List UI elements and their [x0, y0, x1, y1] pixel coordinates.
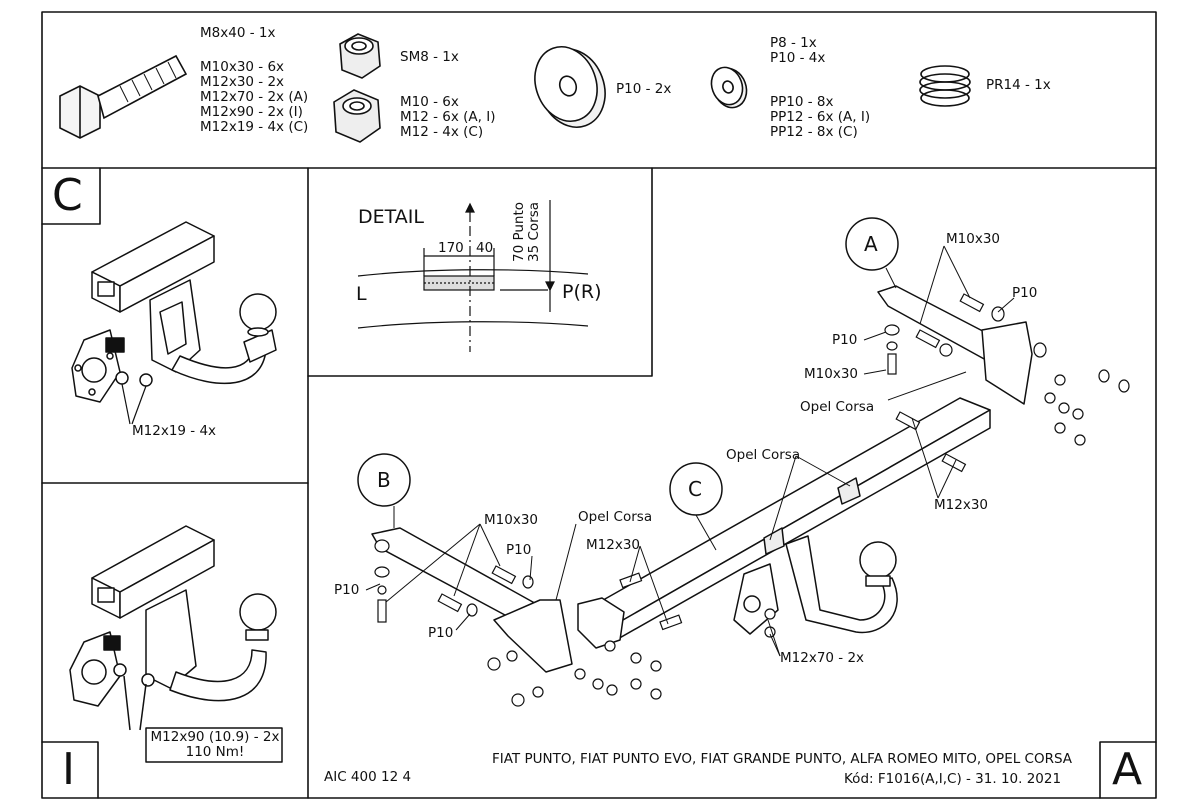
bubble-a-label: A — [864, 232, 878, 256]
label-b-opel-corsa: Opel Corsa — [578, 509, 653, 525]
washer-line: PP12 - 6x (A, I) — [770, 109, 871, 125]
label-a-p10-left: P10 — [832, 332, 858, 348]
washer-list-top: P8 - 1x P10 - 4x — [770, 36, 825, 66]
label-a-p10-right: P10 — [1012, 285, 1038, 301]
spring-washer-icon — [919, 65, 971, 107]
detail-drawing — [357, 200, 589, 352]
bolt-line: M12x90 - 2x (I) — [200, 104, 303, 120]
washer-line: P10 - 4x — [770, 50, 826, 66]
nut-line: M12 - 6x (A, I) — [400, 109, 496, 125]
locknut-label: SM8 - 1x — [400, 49, 459, 65]
bolt-list-cont: M10x30 - 6x M12x30 - 2x M12x70 - 2x (A) … — [200, 60, 308, 135]
washer-line: PP10 - 8x — [770, 94, 834, 110]
view-i-callout: M12x90 (10.9) - 2x 110 Nm! — [150, 730, 280, 760]
models-line: FIAT PUNTO, FIAT PUNTO EVO, FIAT GRANDE … — [492, 751, 1073, 767]
nut-line: M12 - 4x (C) — [400, 124, 484, 140]
callout-line: 110 Nm! — [185, 744, 245, 760]
towbar-view-c — [71, 221, 277, 403]
spring-label: PR14 - 1x — [986, 77, 1051, 93]
label-b-p10-a: P10 — [506, 542, 532, 558]
label-m12x30-right: M12x30 — [934, 497, 988, 513]
bolt-line: M12x19 - 4x (C) — [200, 119, 309, 135]
large-washer-icon — [534, 46, 606, 128]
view-c-letter: C — [52, 170, 83, 221]
view-i-letter: I — [62, 744, 75, 795]
detail-left-label: L — [356, 283, 367, 305]
label-a-opel-corsa: Opel Corsa — [800, 399, 875, 415]
label-b-m12x30: M12x30 — [586, 537, 640, 553]
label-opel-corsa-mid: Opel Corsa — [726, 447, 801, 463]
nut-list: M10 - 6x M12 - 6x (A, I) M12 - 4x (C) — [400, 95, 495, 140]
kod-line: Kód: F1016(A,I,C) - 31. 10. 2021 — [844, 771, 1062, 787]
label-m12x70: M12x70 - 2x — [780, 650, 865, 666]
detail-vertical-line: 35 Corsa — [526, 201, 542, 262]
bubble-c-label: C — [688, 477, 702, 501]
towbar-view-i — [69, 525, 283, 763]
nut-line: M10 - 6x — [400, 94, 459, 110]
bubble-b-label: B — [377, 468, 391, 492]
bolt-line: M8x40 - 1x — [200, 25, 276, 41]
detail-vertical-label: 70 Punto 35 Corsa — [511, 201, 542, 262]
bolt-line: M12x70 - 2x (A) — [200, 89, 309, 105]
bolt-list: M8x40 - 1x — [200, 26, 275, 41]
detail-vertical-line: 70 Punto — [511, 201, 527, 262]
view-c-callout: M12x19 - 4x — [132, 423, 217, 439]
detail-dim-40: 40 — [476, 240, 494, 256]
bolt-icon — [59, 54, 188, 139]
washer-line: P8 - 1x — [770, 35, 817, 51]
fasteners — [374, 293, 1130, 707]
detail-title: DETAIL — [358, 206, 424, 228]
washer-line: PP12 - 8x (C) — [770, 124, 858, 140]
callout-line: M12x90 (10.9) - 2x — [150, 729, 280, 745]
label-b-m10x30: M10x30 — [484, 512, 538, 528]
small-washer-icon — [710, 66, 748, 109]
main-assembly — [357, 217, 1033, 673]
label-a-m10x30-top: M10x30 — [946, 231, 1000, 247]
corner-letter-a: A — [1112, 744, 1143, 795]
detail-right-label: P(R) — [562, 281, 602, 303]
big-washer-label: P10 - 2x — [616, 81, 672, 97]
drawing-code: AIC 400 12 4 — [324, 769, 412, 785]
label-b-p10-c: P10 — [428, 625, 454, 641]
locknut-icon — [339, 33, 381, 79]
label-a-m10x30-left: M10x30 — [804, 366, 858, 382]
detail-dim-170: 170 — [438, 240, 464, 256]
washer-list-bottom: PP10 - 8x PP12 - 6x (A, I) PP12 - 8x (C) — [770, 95, 870, 140]
nut-icon — [333, 89, 381, 143]
bolt-line: M10x30 - 6x — [200, 59, 285, 75]
bolt-line: M12x30 - 2x — [200, 74, 285, 90]
label-b-p10-b: P10 — [334, 582, 360, 598]
